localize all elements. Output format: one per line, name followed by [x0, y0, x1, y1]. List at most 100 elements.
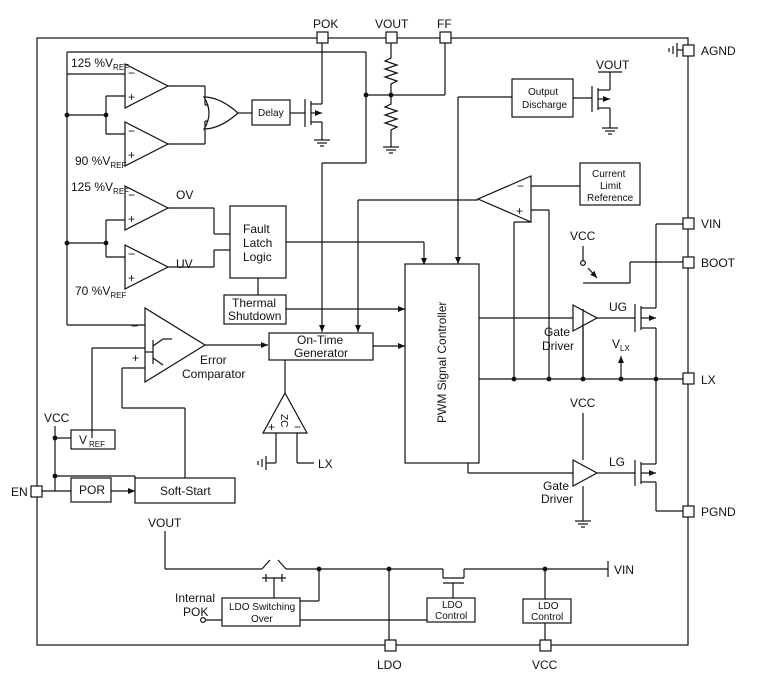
cmp1-minus: − — [128, 66, 135, 80]
vcc-ug-label: VCC — [570, 229, 596, 243]
ldo-control-block-2 — [522, 598, 572, 624]
output-discharge-block — [511, 78, 574, 118]
comparator-ov — [124, 185, 170, 231]
cmp-uv-minus: − — [128, 247, 135, 261]
comparator-125-pok — [124, 63, 170, 109]
error-comparator-pnp — [145, 338, 172, 366]
ldo-ctrl2-line1: LDO — [538, 601, 559, 612]
low-side-nmos — [634, 379, 657, 511]
ldo-sw-line2: Over — [251, 614, 273, 625]
ontime-line2: Generator — [294, 346, 348, 360]
ug-label: UG — [609, 300, 627, 314]
resistor-bottom — [383, 95, 399, 147]
pwm-signal-controller-block — [404, 263, 480, 464]
vref-block — [70, 429, 116, 450]
ug-driver-line2: Driver — [542, 339, 574, 353]
cl-line2: Limit — [600, 181, 621, 192]
soft-start-label: Soft-Start — [160, 484, 211, 498]
pin-pok-label: POK — [313, 17, 338, 31]
soft-start-block — [134, 477, 236, 504]
pin-agnd: AGND — [682, 44, 736, 58]
vin-bottom-label: VIN — [614, 563, 634, 577]
pin-pgnd-label: PGND — [701, 505, 736, 519]
vout-bottom-label: VOUT — [148, 516, 182, 530]
por-block — [70, 477, 112, 503]
current-limit-comparator — [476, 175, 532, 223]
err-line1: Error — [200, 353, 227, 367]
high-side-nmos — [634, 224, 657, 379]
agnd-symbol — [668, 43, 683, 57]
divider-gnd-symbol — [383, 146, 399, 154]
ldo-ctrl2-line2: Control — [531, 612, 563, 623]
pin-vout: VOUT — [375, 17, 409, 44]
lg-driver-gnd — [575, 520, 591, 528]
pin-boot: BOOT — [682, 256, 736, 270]
thr-90: 90 %VREF — [75, 154, 126, 170]
cmp-ov-plus: + — [128, 212, 135, 226]
delay-label: Delay — [258, 108, 284, 119]
vcc-left-label: VCC — [44, 411, 70, 425]
ldo-control-block-1 — [426, 597, 476, 623]
ldo-switch — [261, 559, 287, 598]
pin-ff: FF — [437, 17, 452, 44]
fault-line3: Logic — [243, 250, 272, 264]
thermal-line2: Shutdown — [228, 309, 281, 323]
or-gate — [202, 96, 239, 130]
discharge-line2: Discharge — [522, 100, 567, 111]
vout-top-label: VOUT — [596, 58, 630, 72]
thr-125a: 125 %VREF — [71, 56, 129, 72]
lg-gate-driver — [572, 458, 599, 488]
pin-pok: POK — [313, 17, 338, 44]
zc-comparator — [261, 391, 309, 434]
err-line2: Comparator — [182, 367, 245, 381]
err-minus: − — [131, 319, 138, 333]
zc-label: ZC — [278, 414, 289, 427]
discharge-nmos — [591, 71, 622, 135]
lg-driver-line1: Gate — [543, 479, 569, 493]
pin-vout-label: VOUT — [375, 17, 409, 31]
pin-en-label: EN — [11, 485, 28, 499]
pwm-label: PWM Signal Controller — [435, 302, 449, 423]
cl-line3: Reference — [587, 193, 634, 204]
por-label: POR — [79, 483, 105, 497]
zc-minus: − — [294, 420, 301, 434]
pin-ff-label: FF — [437, 17, 452, 31]
internal-pok-line1: Internal — [175, 591, 215, 605]
current-limit-reference-block — [579, 162, 641, 206]
ug-gate-driver — [572, 303, 599, 333]
pok-nmos — [304, 95, 330, 147]
fault-line1: Fault — [243, 222, 270, 236]
cmp2-minus: − — [128, 124, 135, 138]
chip-outline — [36, 37, 689, 646]
thr-125b: 125 %VREF — [71, 180, 129, 196]
ldo-sw-line1: LDO Switching — [229, 602, 295, 613]
uv-label: UV — [176, 257, 193, 271]
ldo-pass-pmos — [442, 569, 465, 598]
ontime-line1: On-Time — [297, 333, 344, 347]
pin-en: EN — [11, 485, 43, 499]
vcc-lg-label: VCC — [570, 396, 596, 410]
cmp-uv-plus: + — [128, 271, 135, 285]
ug-driver-line1: Gate — [544, 325, 570, 339]
discharge-line1: Output — [528, 87, 558, 98]
on-time-generator-block — [268, 332, 374, 361]
lg-label: LG — [609, 455, 625, 469]
zc-lx-label: LX — [318, 457, 333, 471]
cl-line1: Current — [592, 169, 626, 180]
thr-70: 70 %VREF — [75, 284, 126, 300]
thermal-shutdown-block — [223, 294, 287, 325]
ov-label: OV — [176, 188, 193, 202]
pin-vcc-label: VCC — [532, 658, 558, 672]
cl-plus: + — [516, 204, 523, 218]
lg-driver-line2: Driver — [541, 492, 573, 506]
pin-ldo: LDO — [377, 639, 402, 672]
internal-pok-line2: POK — [183, 605, 208, 619]
zc-plus: + — [268, 420, 275, 434]
cmp2-plus: + — [128, 148, 135, 162]
pin-vin-label: VIN — [701, 217, 721, 231]
pin-pgnd: PGND — [682, 505, 736, 519]
ldo-switching-over-block — [221, 597, 301, 627]
zc-gnd-symbol — [257, 456, 267, 470]
